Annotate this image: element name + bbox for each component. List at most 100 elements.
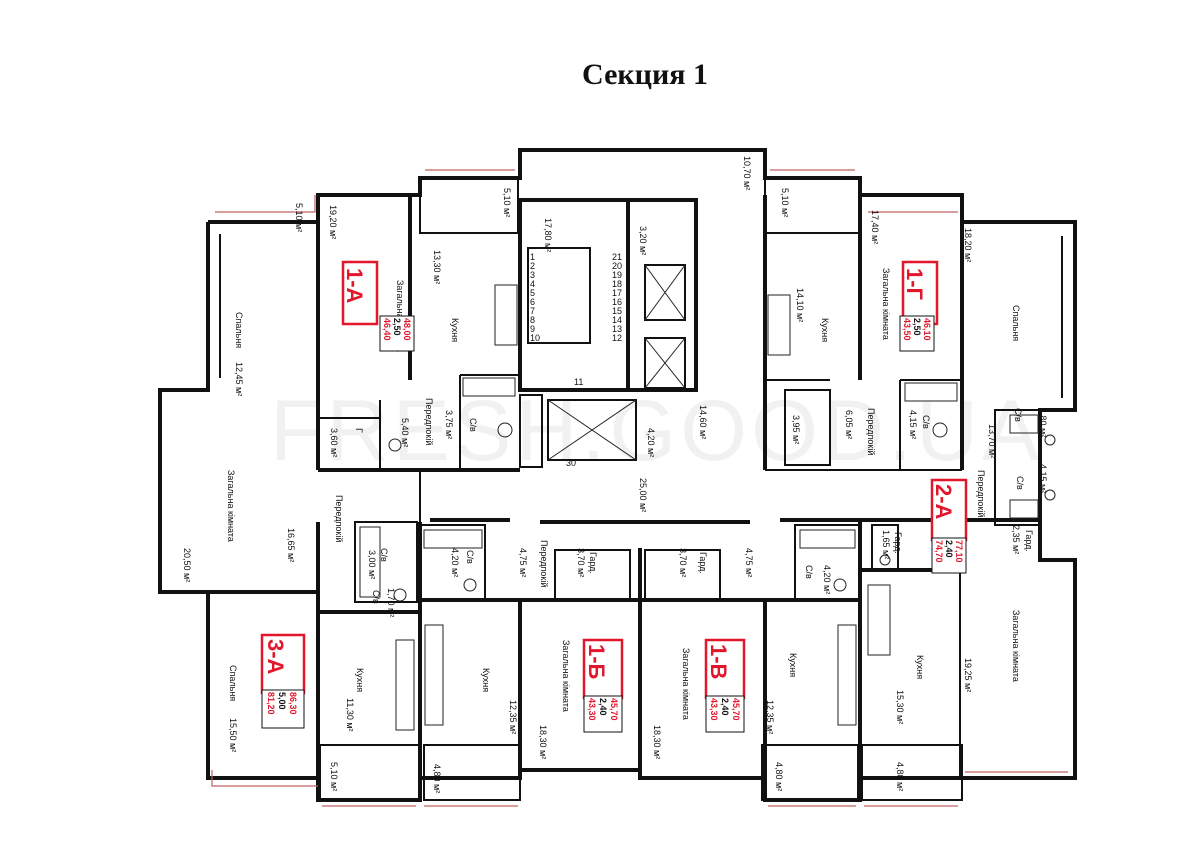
apartment-value: 81,20 — [266, 692, 276, 715]
apartment-value: 2,40 — [598, 698, 608, 716]
area-label: 18,30 м² — [538, 725, 548, 759]
apartment-badge-1g: 1-Г 43,50 2,50 46,10 — [899, 260, 939, 352]
apartment-value: 45,70 — [731, 698, 741, 721]
area-label: 12,35 м² — [765, 700, 775, 734]
apartment-value: 46,40 — [382, 318, 392, 341]
apartment-value: 2,50 — [392, 318, 402, 336]
room-label-wardrobe: Гард. — [588, 552, 598, 574]
room-label-bath: С/в — [921, 415, 931, 429]
room-label-bath: С/в — [804, 565, 814, 579]
area-label: 4,75 м² — [744, 548, 754, 577]
stair-step-label: 19 — [612, 270, 622, 280]
stair-step-label: 1 — [530, 252, 535, 262]
area-label: 4,20 м² — [646, 428, 656, 457]
area-label: 20,50 м² — [182, 548, 192, 582]
area-label: 13,70 м² — [987, 424, 997, 458]
area-label: 3,70 м² — [678, 548, 688, 577]
room-label-bedroom: Спальня — [228, 665, 238, 701]
room-label-living: Загальна кімната — [561, 640, 571, 712]
apartment-value: 2,50 — [912, 318, 922, 336]
apartment-value: 2,40 — [944, 540, 954, 558]
area-label: 10,70 м² — [742, 156, 752, 190]
room-label-kitchen: Кухня — [820, 318, 830, 342]
room-label-hall: Передпокій — [866, 408, 876, 455]
stair-step-label: 16 — [612, 297, 622, 307]
room-label-wardrobe: Гард. — [893, 532, 903, 554]
apartment-id: 1-А — [342, 268, 367, 304]
room-label-wardrobe: Гард. — [698, 552, 708, 574]
room-label-hall: Передпокій — [539, 540, 549, 587]
area-label: 4,80 м² — [895, 762, 905, 791]
apartment-value: 5,00 — [277, 692, 287, 710]
stair-step-label: 5 — [530, 288, 535, 298]
stair-step-label: 21 — [612, 252, 622, 262]
area-label: 12,45 м² — [234, 362, 244, 396]
room-label-bath: С/в — [379, 548, 389, 562]
stair-step-label: 8 — [530, 315, 535, 325]
stair-step-label: 14 — [612, 315, 622, 325]
area-label: 5,10 м² — [780, 188, 790, 217]
area-label: 5,40 м² — [400, 418, 410, 447]
room-label-living: Загальна кімната — [226, 470, 236, 542]
room-label-bath: С/в — [468, 418, 478, 432]
area-label: 5,10 м² — [294, 203, 304, 232]
fixtures — [359, 284, 1056, 731]
area-label: 4,75 м² — [518, 548, 528, 577]
area-label: 18,30 м² — [652, 725, 662, 759]
apartment-badge-1b: 1-Б 43,30 2,40 45,70 — [582, 638, 624, 733]
apartment-value: 45,70 — [609, 698, 619, 721]
room-labels: Спальня 12,45 м² 5,10 м² 19,20 м² Загаль… — [182, 156, 1048, 793]
apartment-id: 1-В — [706, 644, 731, 679]
stair-numbers: 1 2 3 4 5 6 7 8 9 10 21 20 19 18 17 16 1… — [530, 252, 622, 468]
area-label: 25,00 м² — [638, 478, 648, 512]
apartment-id: 2-А — [931, 484, 956, 520]
watermark: FRESH.GOOD.UA — [270, 383, 1044, 479]
area-label: 14,60 м² — [698, 405, 708, 439]
apartment-badge-1a: 1-А 46,40 2,50 48,00 — [341, 260, 415, 352]
stair-bottom-label: 30 — [566, 458, 576, 468]
stair-step-label: 2 — [530, 261, 535, 271]
interior-walls — [208, 195, 1041, 778]
area-label: 14,10 м² — [795, 288, 805, 322]
room-label-kitchen: Кухня — [355, 668, 365, 692]
area-label: 12,35 м² — [508, 700, 518, 734]
room-label-hall: Передпокій — [976, 470, 986, 517]
stair-step-label: 20 — [612, 261, 622, 271]
room-label-kitchen: Кухня — [481, 668, 491, 692]
apartment-value: 74,70 — [934, 540, 944, 563]
area-label: 4,80 м² — [774, 762, 784, 791]
area-label: 15,50 м² — [228, 718, 238, 752]
room-label-kitchen: Кухня — [915, 655, 925, 679]
area-label: 6,05 м² — [844, 410, 854, 439]
room-label-bath: С/в — [371, 590, 381, 604]
page-title: Секция 1 — [582, 58, 708, 91]
stair-step-label: 12 — [612, 333, 622, 343]
stair-step-label: 6 — [530, 297, 535, 307]
area-label: 4,80 м² — [432, 764, 442, 793]
area-label: 3,00 м² — [367, 550, 377, 579]
apartment-value: 43,30 — [587, 698, 597, 721]
area-label: 18,20 м² — [963, 228, 973, 262]
area-label: 4,15 м² — [908, 410, 918, 439]
area-label: 1,80 м² — [1038, 408, 1048, 437]
apartment-value: 48,00 — [402, 318, 412, 341]
apartment-id: 1-Б — [584, 644, 609, 680]
area-label: 11,30 м² — [345, 698, 355, 732]
apartment-badge-1v: 1-В 43,30 2,40 45,70 — [704, 638, 746, 733]
area-label: 17,80 м² — [543, 218, 553, 252]
apartment-value: 77,10 — [954, 540, 964, 563]
apartment-id: 3-А — [263, 639, 288, 675]
area-label: 1,70 м² — [386, 588, 396, 617]
room-label-bath: С/в — [465, 550, 475, 564]
room-label-bedroom: Спальня — [234, 312, 244, 348]
area-label: 3,95 м² — [791, 415, 801, 444]
room-label-hall: Передпокій — [424, 398, 434, 445]
area-label: 19,25 м² — [963, 658, 973, 692]
area-label: 5,10 м² — [329, 762, 339, 791]
stair-step-label: 17 — [612, 288, 622, 298]
area-label: 4,20 м² — [450, 548, 460, 577]
apartment-value: 43,30 — [709, 698, 719, 721]
room-label-kitchen: Кухня — [788, 653, 798, 677]
stair-step-label: 4 — [530, 279, 535, 289]
